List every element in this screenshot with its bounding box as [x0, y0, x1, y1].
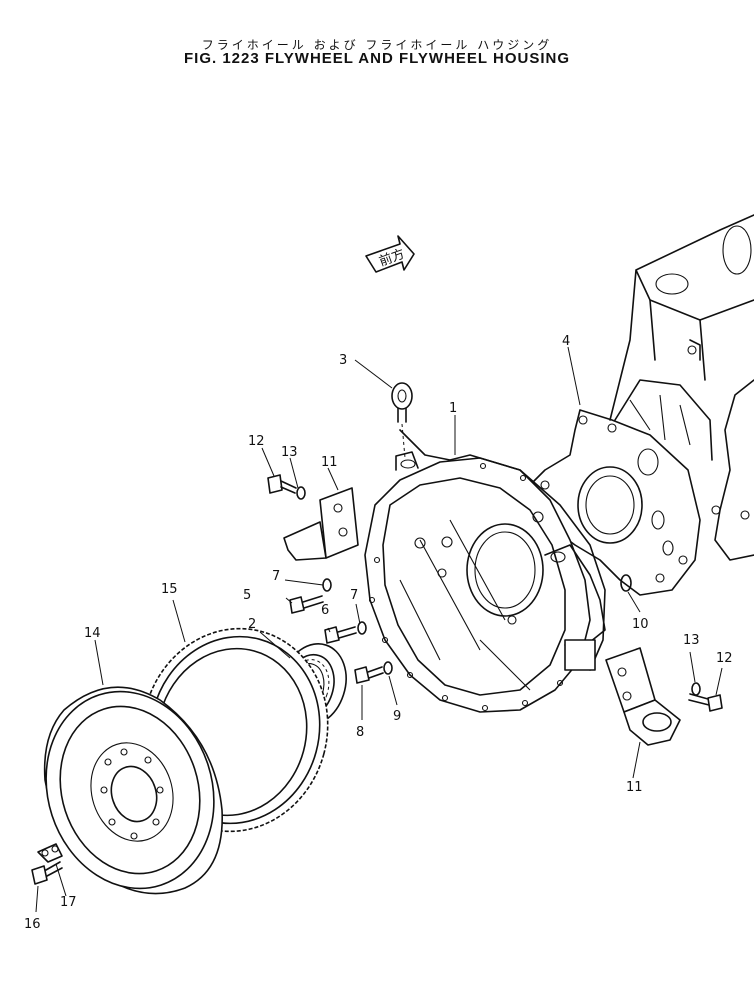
callout-numbers: 1 2 3 4 5 6 7 7 8 9 10 11 11 12 12 13 13…	[24, 334, 733, 932]
washer-part-7-lower	[357, 621, 367, 635]
washer-part-10	[620, 574, 632, 592]
callout-2: 2	[248, 617, 256, 632]
flywheel-part-14	[43, 686, 223, 895]
mounting-bracket-part-11-right	[605, 647, 681, 746]
callout-11-right: 11	[626, 780, 643, 795]
callout-16: 16	[24, 917, 41, 932]
callout-7-lower: 7	[350, 588, 358, 603]
callout-12-right: 12	[716, 651, 733, 666]
callout-6: 6	[321, 603, 329, 618]
callout-8: 8	[356, 725, 364, 740]
callout-15: 15	[161, 582, 178, 597]
bolt-part-5	[289, 595, 324, 614]
washer-part-7-upper	[322, 578, 332, 592]
figure-subtitle-japanese: フライホイール および フライホイール ハウジング	[201, 38, 553, 52]
flywheel-housing-part-1	[364, 429, 606, 713]
lock-washer-part-13-right	[691, 682, 701, 696]
callout-leader-lines	[35, 346, 723, 913]
bolt-part-6	[324, 626, 357, 644]
callout-10: 10	[632, 617, 649, 632]
callout-13-left: 13	[281, 445, 298, 460]
lock-plate-part-17	[37, 843, 63, 863]
lock-washer-part-13-left	[296, 486, 306, 500]
engine-block-drawing	[609, 214, 754, 561]
callout-11-left: 11	[321, 455, 338, 470]
bolt-part-16	[31, 861, 63, 885]
callout-13-right: 13	[683, 633, 700, 648]
callout-3: 3	[339, 353, 347, 368]
figure-title: FIG. 1223 FLYWHEEL AND FLYWHEEL HOUSING	[183, 50, 570, 67]
callout-4: 4	[562, 334, 570, 349]
mounting-bracket-part-11-left	[283, 487, 359, 561]
callout-14: 14	[84, 626, 101, 641]
bolt-part-12-left	[267, 474, 297, 494]
bolt-part-8	[354, 666, 384, 684]
gasket-part-4	[529, 409, 701, 596]
callout-7-upper: 7	[272, 569, 280, 584]
front-direction-arrow-icon: 前方	[365, 235, 415, 273]
bolt-part-12-right	[688, 693, 723, 712]
callout-17: 17	[60, 895, 77, 910]
callout-1: 1	[449, 401, 457, 416]
callout-9: 9	[393, 709, 401, 724]
callout-5: 5	[243, 588, 251, 603]
callout-12-left: 12	[248, 434, 265, 449]
washer-part-9	[383, 661, 393, 675]
eye-bolt-part-3	[391, 382, 413, 459]
